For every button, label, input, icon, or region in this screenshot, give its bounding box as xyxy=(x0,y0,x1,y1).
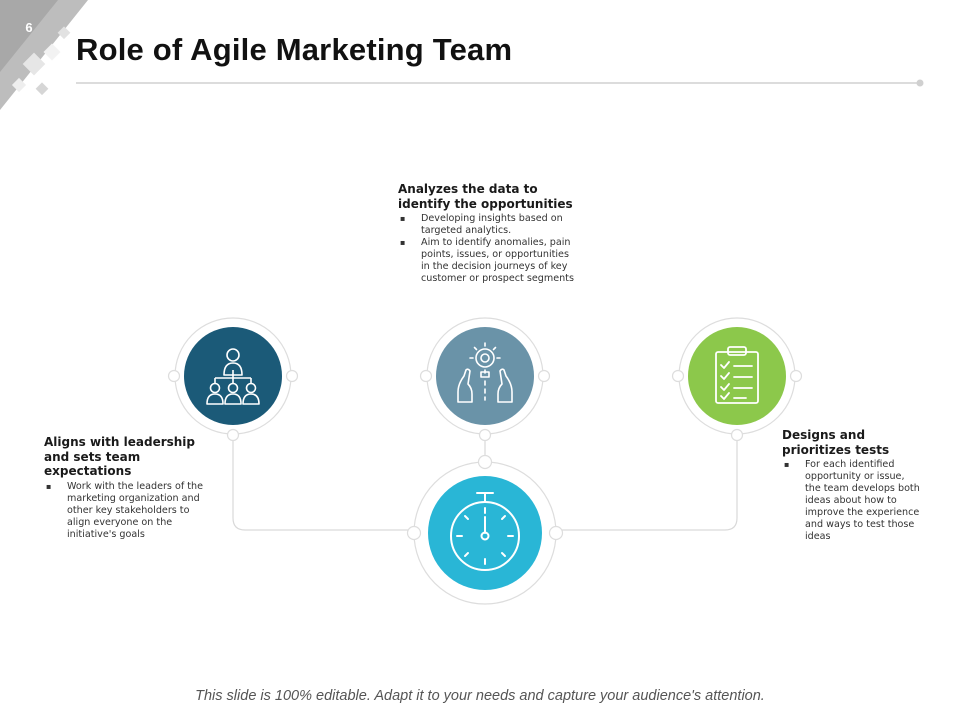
node-analytics-fill xyxy=(436,327,534,425)
block-tests-bullet: For each identified opportunity or issue… xyxy=(782,459,922,543)
node-tests xyxy=(671,317,803,442)
block-analytics-bullet: Aim to identify anomalies, pain points, … xyxy=(398,237,580,285)
block-analytics-heading: Analyzes the data to identify the opport… xyxy=(398,182,573,211)
team-hierarchy-icon xyxy=(206,348,260,405)
node-leadership xyxy=(167,317,299,442)
corner-decoration xyxy=(0,0,88,110)
connector-tests xyxy=(556,435,738,531)
block-tests-heading: Designs and prioritizes tests xyxy=(782,428,890,457)
block-analytics: Analyzes the data to identify the opport… xyxy=(398,182,580,285)
stopwatch-icon xyxy=(450,492,520,571)
connector-leadership xyxy=(232,435,414,531)
checklist-icon xyxy=(715,346,759,404)
block-tests: Designs and prioritizes tests For each i… xyxy=(782,428,922,543)
footer-note: This slide is 100% editable. Adapt it to… xyxy=(195,688,765,704)
title-underline-dot xyxy=(916,79,924,87)
block-leadership: Aligns with leadership and sets team exp… xyxy=(44,435,204,541)
node-center xyxy=(406,454,564,605)
node-tests-fill xyxy=(688,327,786,425)
page-title: Role of Agile Marketing Team xyxy=(76,32,513,67)
slide-number: 6 xyxy=(25,20,33,35)
block-analytics-bullet: Developing insights based on targeted an… xyxy=(398,213,580,237)
idea-hands-icon xyxy=(457,342,513,403)
block-leadership-heading: Aligns with leadership and sets team exp… xyxy=(44,435,196,478)
block-leadership-bullet: Work with the leaders of the marketing o… xyxy=(44,481,204,541)
node-analytics xyxy=(419,317,551,442)
